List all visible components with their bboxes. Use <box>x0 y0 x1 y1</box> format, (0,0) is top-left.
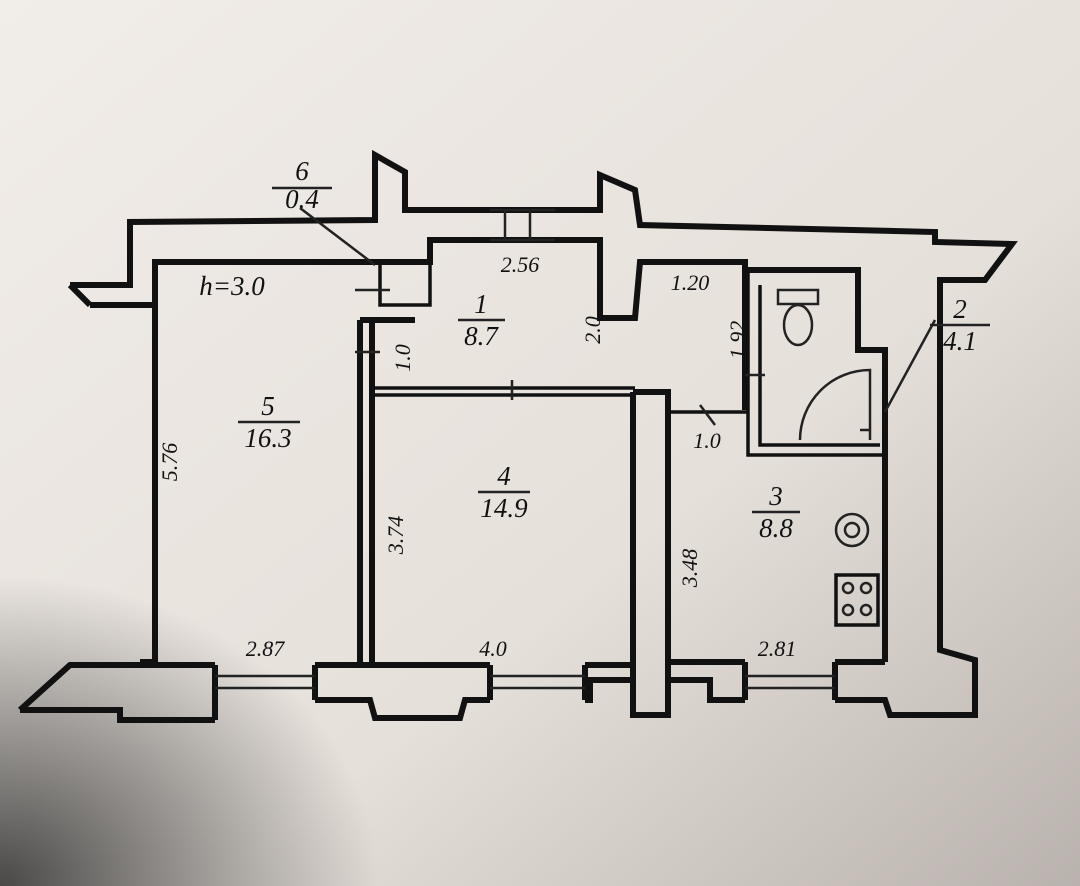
ceiling-height: h=3.0 <box>199 271 265 301</box>
dimension-ticks <box>355 288 870 432</box>
dim-1-20: 1.20 <box>671 270 710 295</box>
room-3-area: 8.8 <box>759 513 793 543</box>
toilet-icon <box>776 288 820 347</box>
room-fraction-lines <box>238 318 800 514</box>
sink-icon <box>834 512 870 548</box>
leader-line-room-6 <box>299 207 376 266</box>
dim-1-92: 1.92 <box>725 321 750 360</box>
dim-3-48: 3.48 <box>677 549 702 589</box>
dim-1-0-kitchen: 1.0 <box>693 428 721 453</box>
leader-line-room-2 <box>883 319 937 413</box>
outer-walls <box>17 149 1018 723</box>
room-5-number: 5 <box>261 391 275 421</box>
room-6-number: 6 <box>295 156 309 186</box>
windows <box>215 208 835 690</box>
room-1-number: 1 <box>474 289 488 319</box>
room-4-number: 4 <box>497 461 511 491</box>
room-2-number: 2 <box>953 294 967 324</box>
dim-2-81: 2.81 <box>758 636 797 661</box>
room-1-area: 8.7 <box>464 321 499 351</box>
room-6-area: 0.4 <box>285 184 319 214</box>
room-4-area: 14.9 <box>480 493 528 523</box>
fixtures <box>776 288 880 627</box>
door-swing-icon <box>798 368 872 441</box>
dim-5-76: 5.76 <box>157 443 182 482</box>
dim-2-56: 2.56 <box>501 252 540 277</box>
dim-2-0: 2.0 <box>580 316 605 344</box>
dim-2-87: 2.87 <box>246 636 286 661</box>
dim-4-0: 4.0 <box>479 636 507 661</box>
dim-1-0-hall: 1.0 <box>390 344 415 372</box>
room-3-number: 3 <box>768 481 783 511</box>
interior-walls <box>357 262 885 718</box>
room-5-area: 16.3 <box>244 423 291 453</box>
dim-3-74: 3.74 <box>383 516 408 556</box>
fraction-lines <box>272 186 990 327</box>
room-2-area: 4.1 <box>943 326 977 356</box>
stove-icon <box>834 573 880 627</box>
